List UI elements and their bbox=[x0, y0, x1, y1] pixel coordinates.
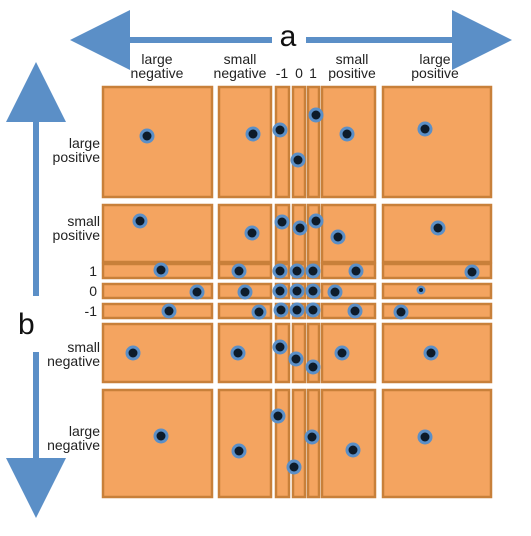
point-marker bbox=[426, 348, 436, 358]
row-label-small-positive: small positive bbox=[52, 213, 100, 243]
point-marker bbox=[342, 129, 352, 139]
point-marker bbox=[248, 129, 258, 139]
point-marker bbox=[275, 286, 285, 296]
grid-cell-r6-c0 bbox=[101, 388, 214, 499]
point-marker bbox=[295, 223, 305, 233]
point-marker bbox=[291, 354, 301, 364]
col-label-large-positive: large positive bbox=[411, 51, 459, 81]
row-label-0: 0 bbox=[89, 283, 97, 299]
point-marker bbox=[420, 124, 430, 134]
row-label-large-positive: large positive bbox=[52, 135, 100, 165]
grid-cell-r0-c0 bbox=[101, 85, 214, 199]
point-marker bbox=[333, 232, 343, 242]
grid-cell-r5-c6 bbox=[381, 322, 493, 384]
point-marker bbox=[330, 287, 340, 297]
point-marker bbox=[273, 411, 283, 421]
row-label-1: 1 bbox=[89, 263, 97, 279]
col-label-small-positive: small positive bbox=[328, 51, 376, 81]
grid-cell-r6-c3 bbox=[291, 388, 307, 499]
point-marker bbox=[308, 266, 318, 276]
row-label-small-negative: small negative bbox=[47, 339, 100, 369]
axis-b-label: b bbox=[18, 308, 35, 341]
cell-group bbox=[101, 85, 493, 499]
point-marker bbox=[234, 446, 244, 456]
point-marker bbox=[135, 216, 145, 226]
point-marker bbox=[308, 362, 318, 372]
point-marker bbox=[292, 286, 302, 296]
point-marker bbox=[308, 286, 318, 296]
grid-cell-r0-c6 bbox=[381, 85, 493, 199]
point-marker bbox=[337, 348, 347, 358]
dot-group bbox=[125, 107, 480, 475]
grid-cell-r3-c6 bbox=[381, 282, 493, 300]
point-marker bbox=[240, 287, 250, 297]
point-marker bbox=[467, 267, 477, 277]
point-marker bbox=[192, 287, 202, 297]
grid-cell-r6-c1 bbox=[217, 388, 273, 499]
point-marker bbox=[311, 216, 321, 226]
grid-cell-r0-c2 bbox=[274, 85, 291, 199]
grid-cell-r0-c5 bbox=[320, 85, 377, 199]
point-marker bbox=[289, 462, 299, 472]
point-marker bbox=[396, 307, 406, 317]
grid-cell-r5-c0 bbox=[101, 322, 214, 384]
col-label-1: 1 bbox=[309, 65, 317, 81]
grid-cell-r3-c0 bbox=[101, 282, 214, 300]
grid-cell-r1-c5 bbox=[320, 203, 377, 264]
point-marker bbox=[307, 432, 317, 442]
point-marker bbox=[275, 125, 285, 135]
grid-cell-r6-c2 bbox=[274, 388, 291, 499]
grid-cell-r5-c4 bbox=[306, 322, 321, 384]
point-marker bbox=[277, 217, 287, 227]
point-marker bbox=[164, 306, 174, 316]
grid-cell-r1-c2 bbox=[274, 203, 291, 264]
grid-cell-r0-c3 bbox=[291, 85, 307, 199]
point-marker bbox=[292, 305, 302, 315]
point-marker bbox=[156, 265, 166, 275]
col-label-0: 0 bbox=[295, 65, 303, 81]
point-marker bbox=[433, 223, 443, 233]
point-marker bbox=[350, 306, 360, 316]
row-label-large-negative: large negative bbox=[47, 423, 100, 453]
point-marker bbox=[234, 266, 244, 276]
grid-cell-r4-c0 bbox=[101, 302, 214, 320]
grid-cell-r6-c6 bbox=[381, 388, 493, 499]
col-label-minus-1: -1 bbox=[275, 65, 289, 81]
point-marker bbox=[156, 431, 166, 441]
point-marker bbox=[275, 342, 285, 352]
point-marker bbox=[275, 266, 285, 276]
grid-cell-r4-c6 bbox=[381, 302, 493, 320]
point-marker bbox=[348, 445, 358, 455]
row-label-minus-1: -1 bbox=[84, 303, 97, 319]
point-marker bbox=[293, 155, 303, 165]
grid-cell-r6-c5 bbox=[320, 388, 377, 499]
point-marker bbox=[128, 348, 138, 358]
col-label-small-negative: small negative bbox=[213, 51, 267, 81]
col-label-large-negative: large negative bbox=[130, 51, 184, 81]
point-marker bbox=[142, 131, 152, 141]
point-marker bbox=[420, 432, 430, 442]
point-marker bbox=[351, 266, 361, 276]
grid-cell-r2-c6 bbox=[381, 262, 493, 280]
point-marker bbox=[308, 305, 318, 315]
grid-cell-r0-c1 bbox=[217, 85, 273, 199]
axis-a-label: a bbox=[279, 20, 297, 53]
point-marker bbox=[292, 266, 302, 276]
grid-cell-r1-c4 bbox=[306, 203, 321, 264]
grid-cell-r0-c4 bbox=[306, 85, 321, 199]
point-marker bbox=[254, 307, 264, 317]
point-marker bbox=[311, 110, 321, 120]
point-marker bbox=[276, 305, 286, 315]
point-marker bbox=[419, 288, 423, 292]
point-marker bbox=[233, 348, 243, 358]
point-marker bbox=[247, 228, 257, 238]
grid-cell-r1-c0 bbox=[101, 203, 214, 264]
